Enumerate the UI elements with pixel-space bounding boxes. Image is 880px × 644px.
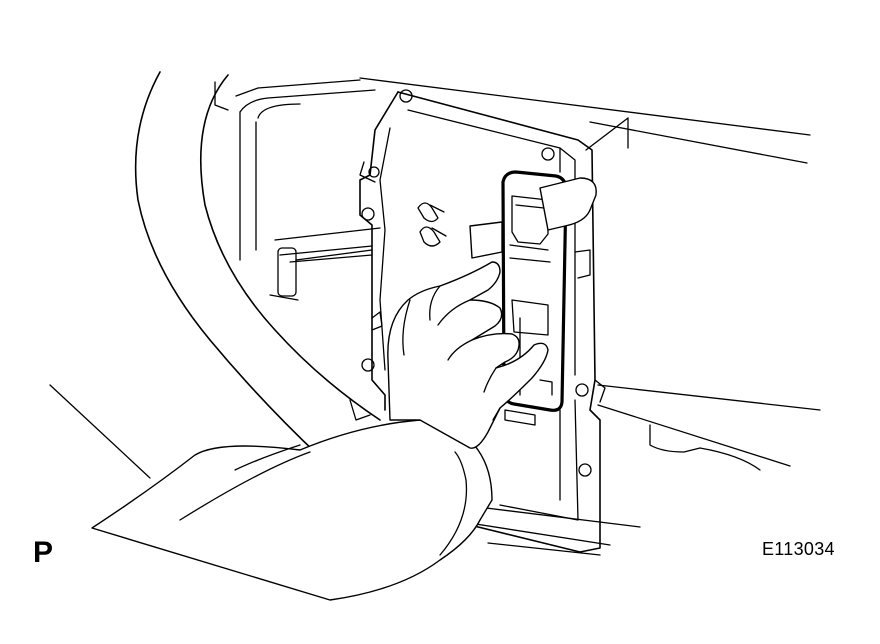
view-label: P (33, 536, 54, 569)
frame-lines (359, 77, 821, 556)
wire-harness-connector (469, 170, 597, 412)
hand (91, 261, 549, 601)
figure-code: E113034 (762, 539, 835, 559)
valve-body-plate (349, 89, 606, 553)
curved-tube (49, 71, 381, 479)
left-housing (235, 79, 381, 301)
